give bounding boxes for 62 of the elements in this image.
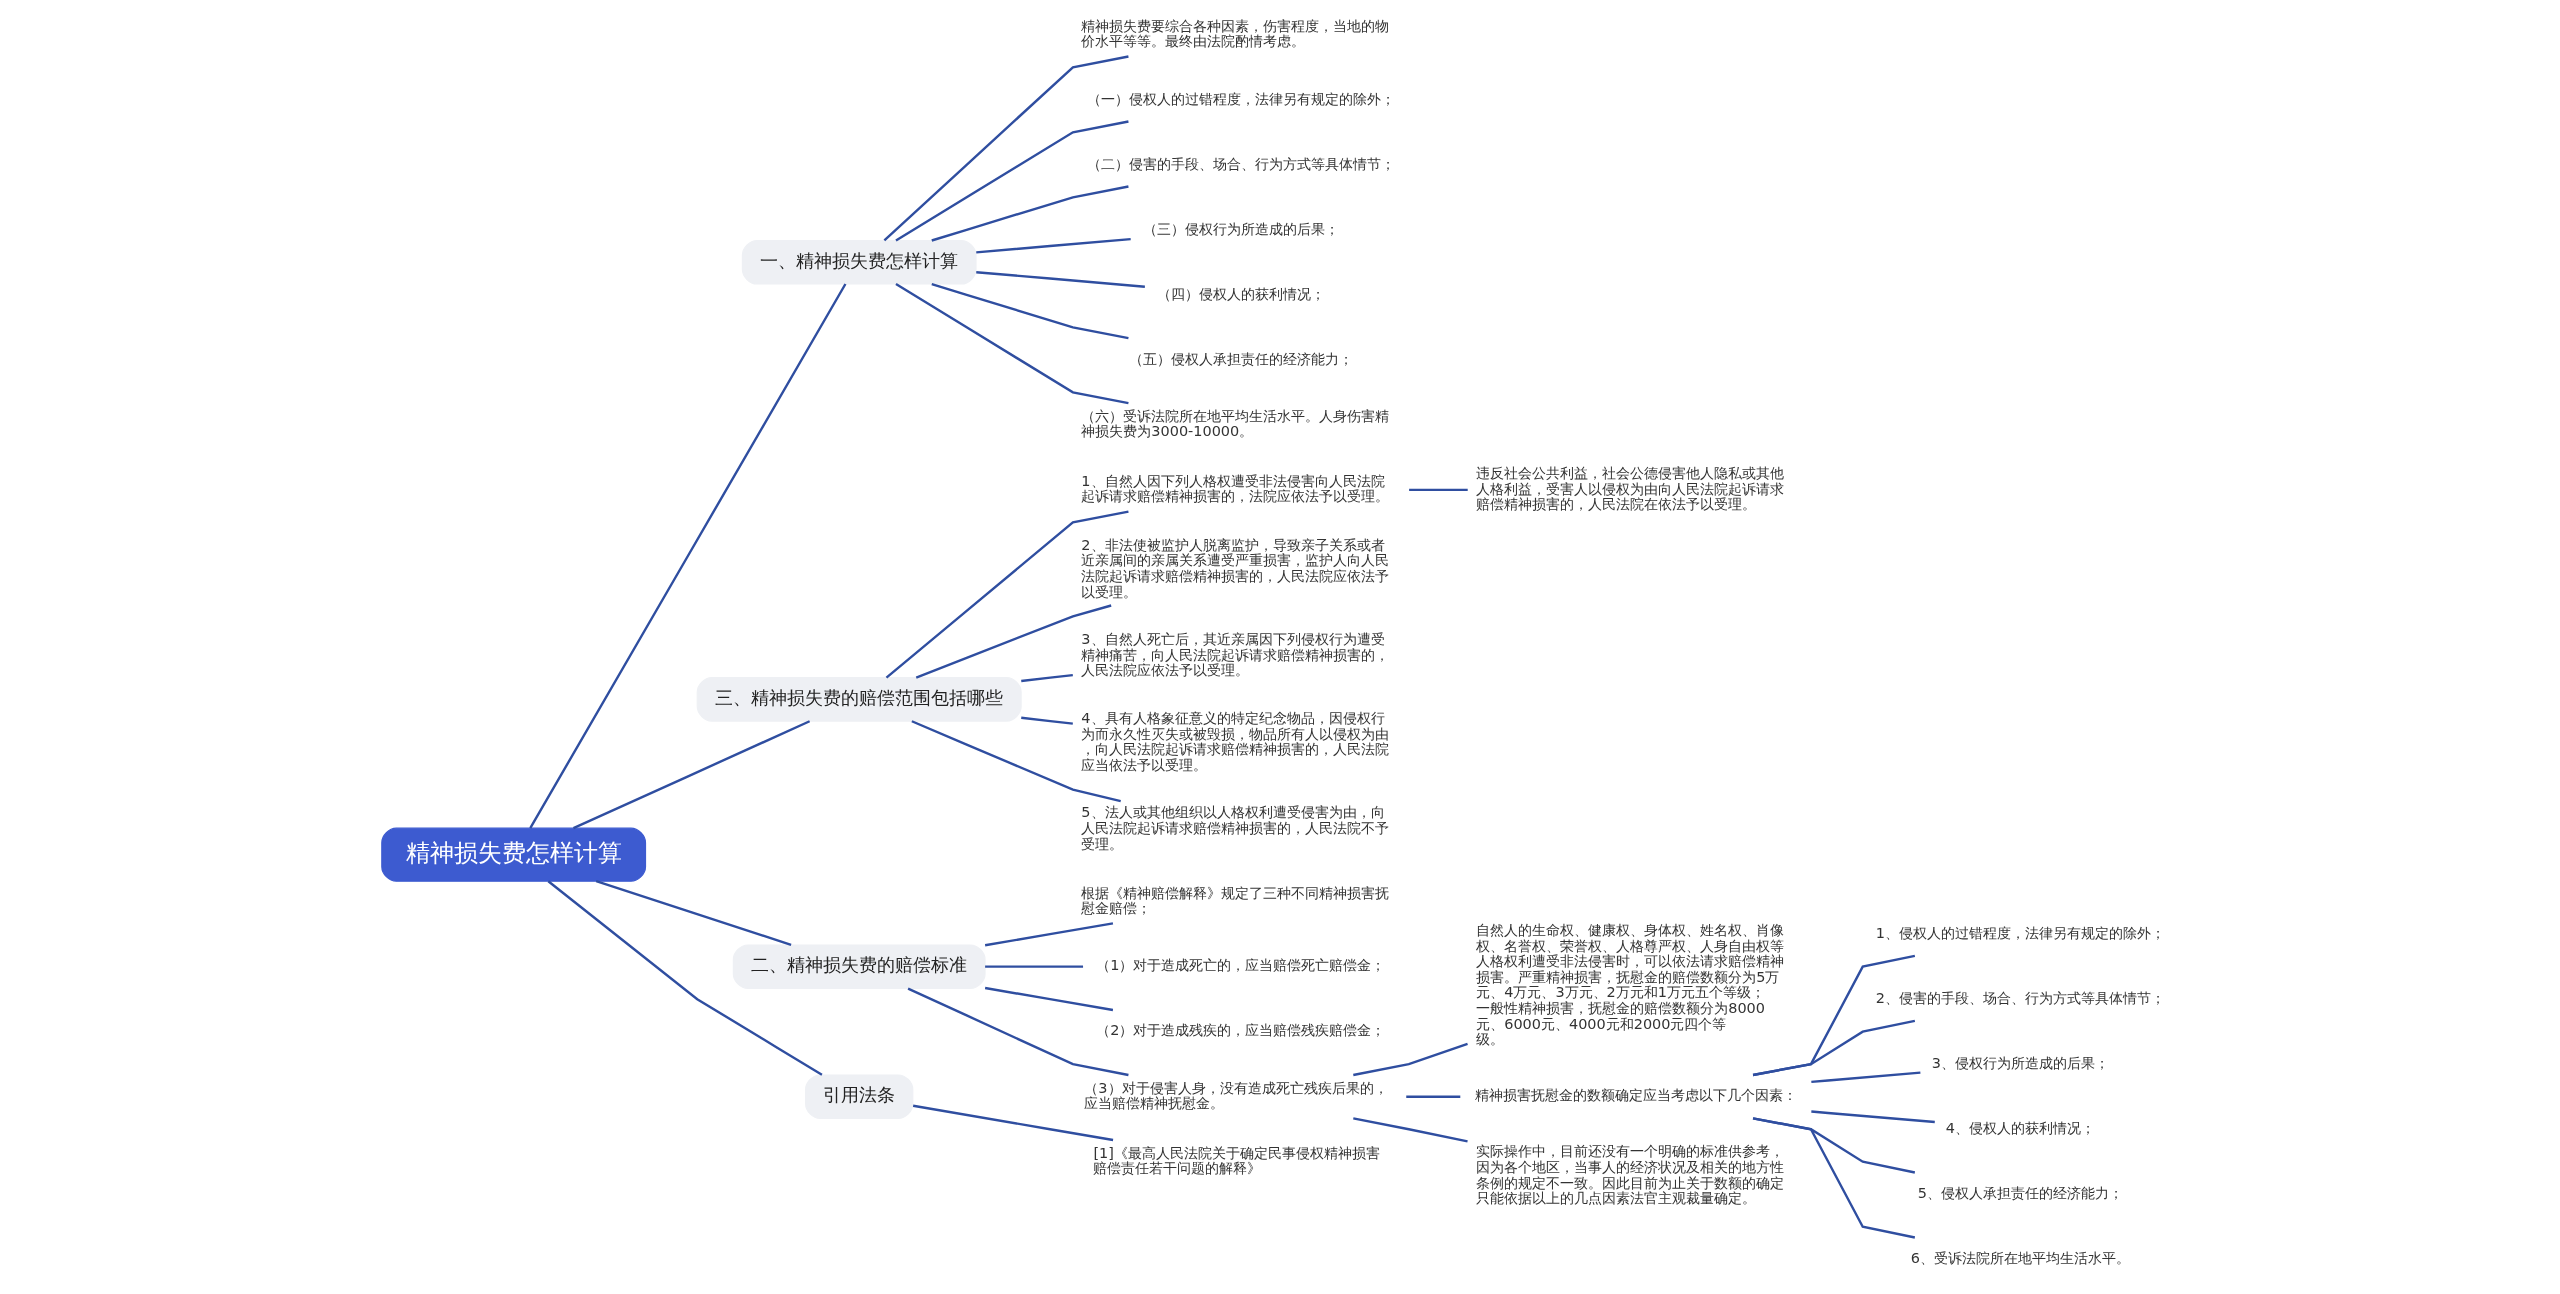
node-text: （3）对于侵害人身，没有造成死亡残疾后果的，应当赔偿精神抚慰金。 (1084, 1079, 1388, 1112)
node-text: 4、具有人格象征意义的特定纪念物品，因侵权行为而永久性灭失或被毁损，物品所有人以侵权为由，向人民法院起诉请求赔偿精神损害的，人民法院应当依法予以受理。 (1081, 709, 1390, 773)
node-text: 实际操作中，目前还没有一个明确的标准供参考，因为各个地区，当事人的经济状况及相关的地方性条例的规定不一致。因此目前为止关于数额的确定只能依据以上的几点因素法官主观裁量确定。 (1476, 1143, 1785, 1207)
connector (931, 283, 1129, 340)
connector (895, 283, 1129, 405)
connector (1752, 954, 1916, 1077)
node-text: 6、受诉法院所在地平均生活水平。 (1910, 1249, 2131, 1266)
node-text: （2）对于造成残疾的，应当赔偿残疾赔偿金； (1096, 1022, 1386, 1039)
node-box: 三、精神损失费的赔偿范围包括哪些 (696, 677, 1022, 722)
node-text: 违反社会公共利益，社会公德侵害他人隐私或其他人格利益，受害人以侵权为由向人民法院起诉请求赔偿精神损害的，人民法院在依法予以受理。 (1476, 464, 1785, 513)
node-text: 5、法人或其他组织以人格权利遭受侵害为由，向人民法院起诉请求赔偿精神损害的，人民法院不予受理。 (1081, 804, 1390, 852)
connector (984, 922, 1114, 947)
node-text: （1）对于造成死亡的，应当赔偿死亡赔偿金； (1096, 957, 1386, 974)
node-text: 4、侵权人的获利情况； (1945, 1119, 2096, 1136)
connector (529, 283, 847, 829)
connector (911, 720, 1121, 803)
node-text: 2、侵害的手段、场合、行为方式等具体情节； (1875, 989, 2166, 1006)
node-box: 精神损失费怎样计算 (381, 827, 647, 882)
connector (547, 880, 823, 1076)
connector (1021, 673, 1073, 683)
node-text: 自然人的生命权、健康权、身体权、姓名权、肖像权、名誉权、荣誉权、人格尊严权、人身自由权等人格权利遭受非法侵害时，可以依法请求赔偿精神损害。严重精神损害，抚慰金的赔偿数额分为5万元、4万元、3万元、2万元和1万元五个等级；一般性精神损害，抚慰金的赔偿数额分为8000元、6000元、4000元和2000元四个等级。 (1476, 921, 1785, 1048)
connector (1353, 1117, 1468, 1143)
node-text: （三）侵权行为所造成的后果； (1142, 220, 1339, 237)
connector (976, 237, 1131, 254)
node-text: 精神损失费要综合各种因素，伤害程度，当地的物价水平等等。最终由法院酌情考虑。 (1081, 17, 1390, 50)
connector (883, 55, 1129, 242)
connector (912, 1104, 1114, 1142)
node-text: （一）侵权人的过错程度，法律另有规定的除外； (1086, 90, 1395, 107)
node-box: 一、精神损失费怎样计算 (741, 240, 977, 285)
connector (1811, 1110, 1935, 1124)
node-text: （四）侵权人的获利情况； (1156, 285, 1325, 302)
connector (1406, 1095, 1461, 1098)
node-text: 1、自然人因下列人格权遭受非法侵害向人民法院起诉请求赔偿精神损害的，法院应依法予以受理。 (1081, 472, 1390, 505)
node-text: （五）侵权人承担责任的经济能力； (1128, 350, 1353, 367)
node-text: 1、侵权人的过错程度，法律另有规定的除外； (1875, 924, 2166, 941)
node-text: （二）侵害的手段、场合、行为方式等具体情节； (1086, 155, 1395, 172)
connector (572, 720, 811, 830)
connector (1752, 1019, 1916, 1077)
node-text: （六）受诉法院所在地平均生活水平。人身伤害精神损失费为3000-10000。 (1081, 407, 1390, 440)
connector (985, 965, 1084, 968)
node-text: 3、侵权行为所造成的后果； (1931, 1054, 2110, 1071)
connector (885, 510, 1129, 679)
connector (595, 880, 792, 946)
node-text: 2、非法使被监护人脱离监护，导致亲子关系或者近亲属间的亲属关系遭受严重损害，监护人向人民法院起诉请求赔偿精神损害的，人民法院应依法予以受理。 (1081, 536, 1390, 600)
node-text: 5、侵权人承担责任的经济能力； (1917, 1184, 2124, 1201)
connector (1752, 1117, 1916, 1239)
connector (915, 604, 1112, 679)
node-text: 根据《精神赔偿解释》规定了三种不同精神损害抚慰金赔偿； (1081, 884, 1390, 917)
connector (984, 986, 1114, 1012)
node-text: 精神损害抚慰金的数额确定应当考虑以下几个因素： (1474, 1087, 1797, 1104)
connector (1409, 488, 1468, 492)
node-text: [1]《最高人民法院关于确定民事侵权精神损害赔偿责任若干问题的解释》 (1093, 1144, 1380, 1177)
node-box: 引用法条 (805, 1074, 914, 1119)
connector (907, 987, 1129, 1077)
node-box: 二、精神损失费的赔偿标准 (732, 944, 986, 989)
connector (931, 185, 1129, 242)
connector (1811, 1071, 1921, 1084)
connector (976, 271, 1145, 288)
connector (895, 120, 1129, 242)
connector (1353, 1042, 1468, 1077)
node-text: 3、自然人死亡后，其近亲属因下列侵权行为遭受精神痛苦，向人民法院起诉请求赔偿精神损害的，人民法院应依法予以受理。 (1081, 631, 1390, 679)
connector (1021, 716, 1073, 725)
